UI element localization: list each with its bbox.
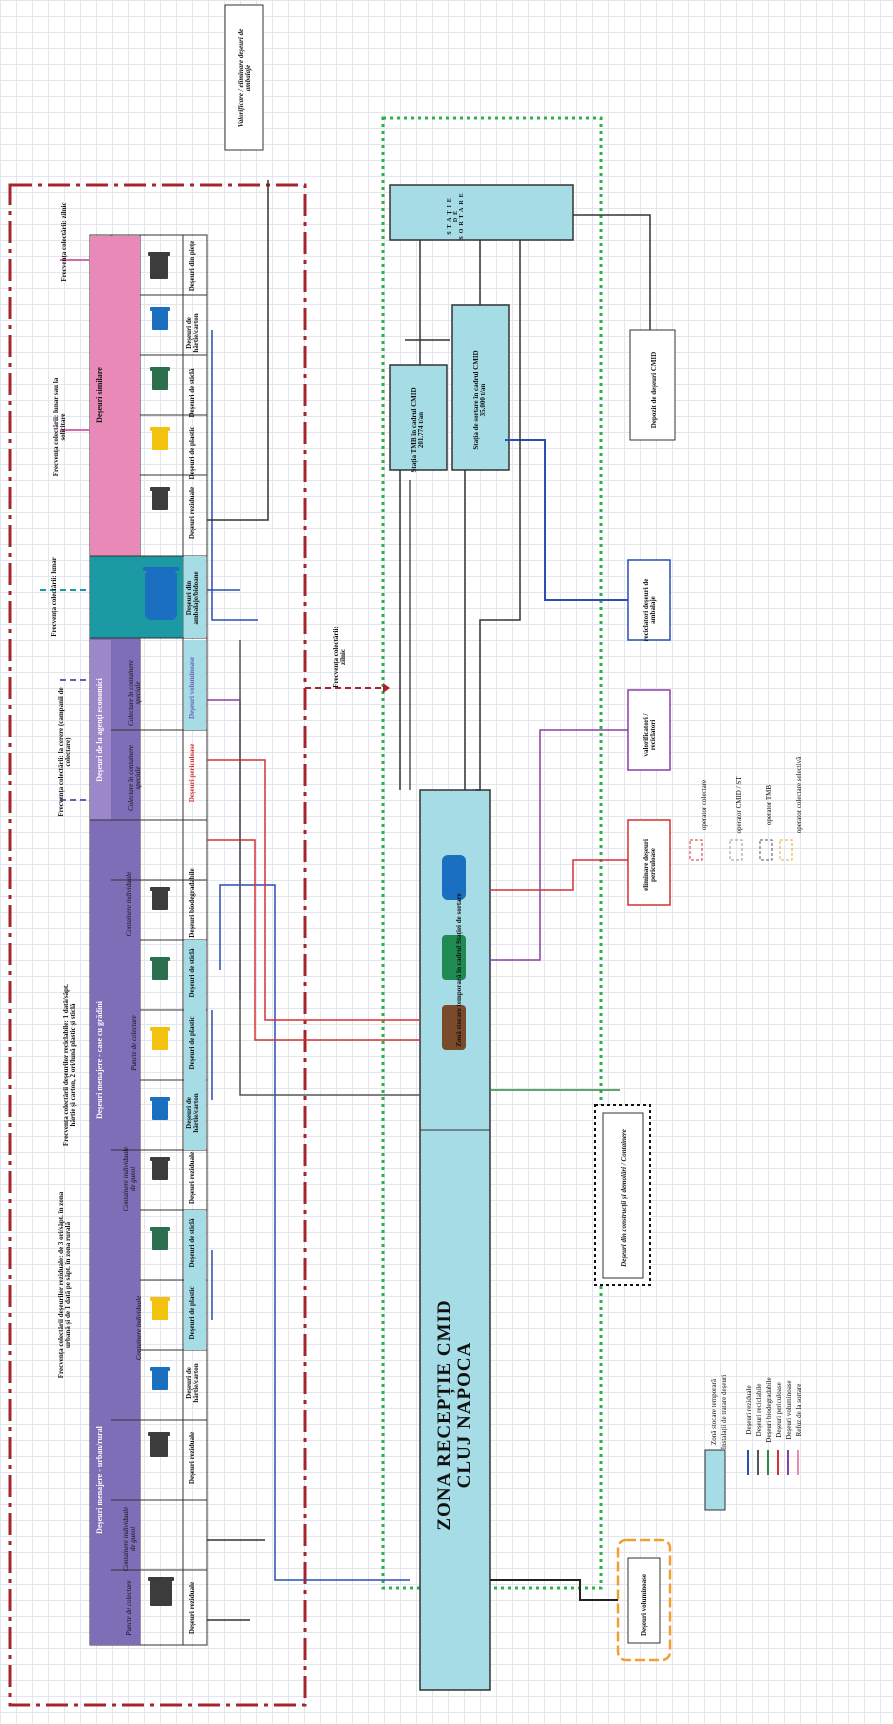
- big-blue-container-icon: [143, 567, 179, 620]
- col-label: Deșeuri de hârtie/carton: [184, 313, 200, 353]
- col-label: Deșeuri voluminoase: [188, 656, 197, 720]
- freq-note5: Frecvența colectării: lunar sau la solic…: [51, 377, 67, 477]
- recycling-box: [627, 559, 671, 641]
- reception-title-line1: ZONA RECEPȚIE CMID: [434, 1299, 456, 1531]
- bin-yellow-icon: [150, 1297, 170, 1320]
- bin-gray-icon: [148, 1577, 174, 1606]
- storage-blue-icon: [442, 855, 466, 900]
- bin-gray-icon: [150, 487, 170, 510]
- legend-item: Deșeuri biodegradabile: [765, 1377, 774, 1443]
- bin-blue-icon: [150, 1097, 170, 1120]
- recycling2-box: [627, 689, 671, 771]
- col-label: Deșeuri periculoase: [188, 743, 197, 803]
- legend-item: Deșeuri reziduale: [745, 1385, 754, 1435]
- col-label: Deșeuri din ambalaje/bidoane: [184, 571, 200, 625]
- col-label: Deșeuri de sticlă: [188, 1218, 197, 1268]
- col-label: Deșeuri de sticlă: [188, 368, 197, 418]
- tmb-plant: [389, 364, 448, 471]
- legend-item: Deșeuri periculoase: [775, 1382, 784, 1438]
- bin-green-icon: [150, 1227, 170, 1250]
- header-pink: [90, 236, 140, 556]
- freq-note7: Frecvența colectării: zilnic: [331, 626, 347, 688]
- bin-yellow-icon: [150, 427, 170, 450]
- legend-item: Refuz de la sortare: [795, 1383, 804, 1437]
- col-header: Puncte de colectare: [125, 1580, 134, 1636]
- bulky-box-outer: [616, 1538, 672, 1662]
- legend-title2: Instalații de tratare deșeuri: [720, 1374, 729, 1450]
- hazardous-label: eliminare deșeuri periculoase: [641, 839, 657, 891]
- valorification-label: Valorificare / eliminare deșeuri de amba…: [236, 28, 252, 128]
- legend-box3: operator TMB: [765, 784, 774, 826]
- col-label: Deșeuri reziduale: [188, 1151, 197, 1205]
- recycling-label: reciclatori deșeuri de ambalaje: [641, 578, 657, 642]
- col-label: Deșeuri din piețe: [188, 240, 197, 292]
- collection-area-frame: [8, 183, 307, 1707]
- freq-note2: Frecvența colectării deșeurilor reciclab…: [61, 983, 77, 1147]
- group6-header: Deșeuri similare: [94, 367, 104, 423]
- sorting-station-label: STAȚIE DE SORTARE: [436, 190, 476, 239]
- freq-note3: Frecvența colectării: la cerere (campani…: [56, 687, 72, 817]
- col-header: Containere individuale de gunoi: [121, 1146, 137, 1212]
- storage-area-label: Zonă stocare temporară în cadrul Stației…: [455, 893, 464, 1047]
- freq-note4: Frecvența colectării: lunar: [50, 557, 59, 637]
- bulky-label: Deșeuri voluminoase: [640, 1573, 649, 1637]
- legend-box1: operator colectare: [700, 779, 709, 831]
- landfill-box: [629, 329, 676, 441]
- bin-blue-icon: [150, 307, 170, 330]
- bin-green-icon: [150, 367, 170, 390]
- valorification-box: [224, 4, 264, 151]
- col-label: Deșeuri de hârtie/carton: [184, 1093, 200, 1133]
- bin-gray-icon: [148, 1432, 170, 1457]
- col-header: Containere individuale: [135, 1295, 144, 1361]
- sorting-station-text: STAȚIE DE SORTARE: [446, 190, 466, 240]
- col-label: Deșeuri reziduale: [188, 486, 197, 540]
- legend-item: Deșeuri reciclabile: [755, 1383, 764, 1437]
- sorting-station: [389, 184, 574, 241]
- compost-plant: [451, 304, 510, 471]
- recycling2-label: valorificatori / reciclatori: [641, 713, 657, 757]
- construction-label: Deșeuri din construcții și demolări / Co…: [620, 1129, 629, 1267]
- landfill-label: Depozit de deșeuri CMID: [650, 351, 659, 429]
- col-header: Containere individuale de gunoi: [121, 1506, 137, 1572]
- legend-box4: operator colectare selectivă: [795, 756, 804, 834]
- tmb-plant-label: Stația TMB în cadrul CMID 201.774 t/an: [409, 387, 425, 473]
- cmid-area-frame: [381, 116, 603, 1590]
- bin-green-icon: [150, 957, 170, 980]
- freq-note6: Frecvența colectării: zilnic: [60, 202, 69, 282]
- bin-yellow-icon: [150, 1027, 170, 1050]
- col-label: Deșeuri biodegradabile: [188, 868, 197, 938]
- group3-header: Deșeuri de la agenți economici: [94, 678, 104, 782]
- compost-plant-label: Stația de sortare în cadrul CMID 35.000 …: [471, 350, 487, 450]
- legend-item: Deșeuri voluminoase: [785, 1380, 794, 1440]
- col-label: Deșeuri de hârtie/carton: [184, 1363, 200, 1403]
- legend-box2: operator CMID / ST: [735, 776, 744, 834]
- bin-gray-icon: [150, 1157, 170, 1180]
- storage-brown-icon: [442, 1005, 466, 1050]
- col-header: Colectare în containere speciale: [126, 660, 142, 726]
- bin-gray-icon: [148, 252, 170, 279]
- col-header: Colectare în containere speciale: [126, 745, 142, 811]
- col-header: Containere individuale: [125, 871, 134, 937]
- col-label: Deșeuri reziduale: [188, 1581, 197, 1635]
- header-purple-sub: [90, 640, 111, 820]
- hazardous-box: [627, 819, 671, 906]
- col-label: Deșeuri de plastic: [188, 426, 197, 480]
- reception-title-line2: CLUJ NAPOCA: [454, 1341, 475, 1489]
- col-label: Deșeuri de sticlă: [188, 948, 197, 998]
- col-header: Puncte de colectare: [130, 1015, 139, 1071]
- construction-inner: [602, 1112, 644, 1279]
- reception-title: ZONA RECEPȚIE CMID CLUJ NAPOCA: [425, 1265, 485, 1565]
- col-label: Deșeuri reziduale: [188, 1431, 197, 1485]
- bin-gray-icon: [150, 887, 170, 910]
- col-label: Deșeuri de plastic: [188, 1286, 197, 1340]
- group1-header: Deșeuri menajere - urban/rural: [94, 1426, 104, 1534]
- bulky-box: [627, 1557, 661, 1644]
- freq-note1: Frecvența colectării deșeurilor rezidual…: [56, 1191, 72, 1379]
- bin-blue-icon: [150, 1367, 170, 1390]
- col-label: Deșeuri de plastic: [188, 1016, 197, 1070]
- storage-green-icon: [442, 935, 466, 980]
